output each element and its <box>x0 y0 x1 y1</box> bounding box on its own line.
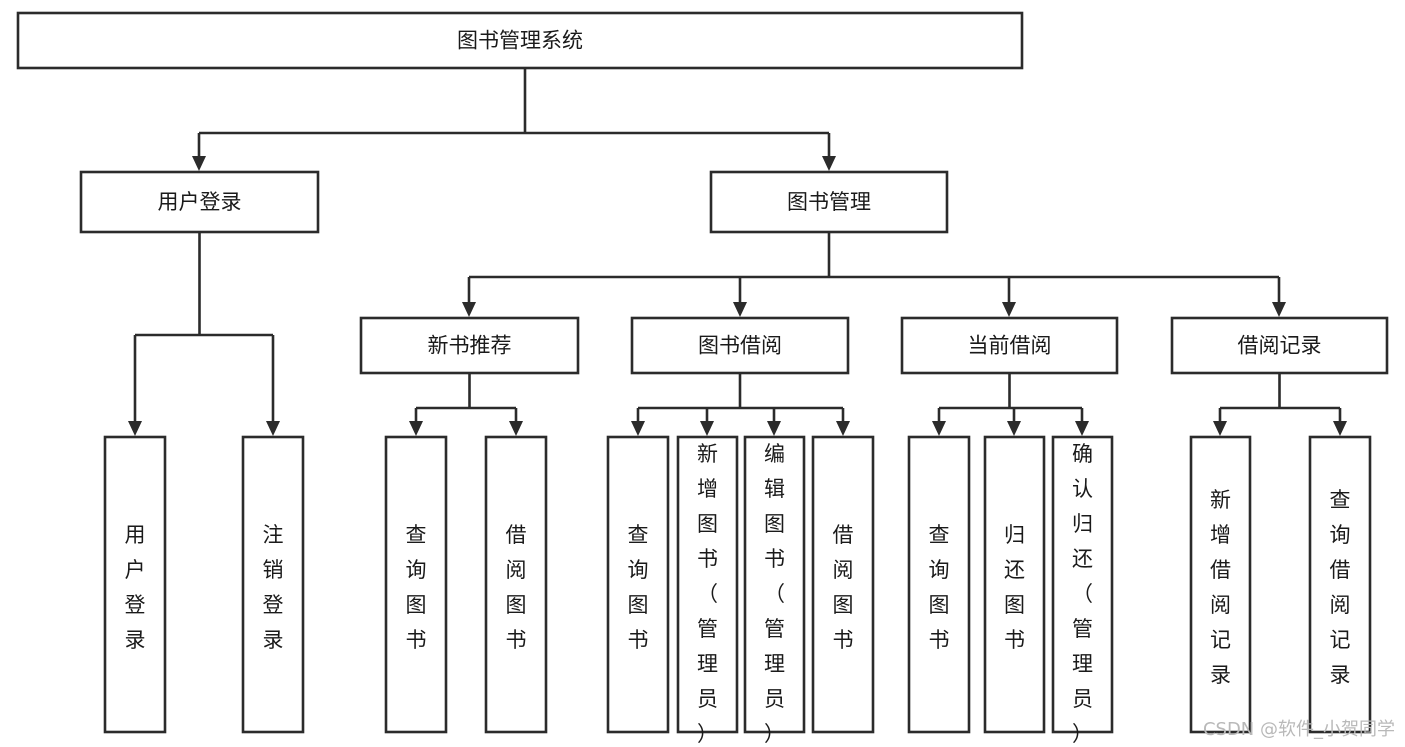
node-label-leaf-borrow-book: 借阅图书 <box>833 523 854 652</box>
node-label-root: 图书管理系统 <box>457 29 583 53</box>
node-label-leaf-query-book-rec: 查询图书 <box>406 523 427 652</box>
node-leaf-query-borrow-record[interactable]: 查询借阅记录 <box>1308 435 1372 734</box>
node-label-leaf-add-borrow-record: 新增借阅记录 <box>1210 488 1231 687</box>
node-leaf-edit-book-admin[interactable]: 编辑图书（管理员） <box>743 435 806 746</box>
connector-layer <box>128 68 1347 436</box>
node-leaf-query-book-rec[interactable]: 查询图书 <box>384 435 448 734</box>
node-current-borrow[interactable]: 当前借阅 <box>900 316 1119 375</box>
node-label-user-login: 用户登录 <box>158 190 242 214</box>
node-box-leaf-confirm-return-admin <box>1051 435 1114 734</box>
node-borrow-record[interactable]: 借阅记录 <box>1170 316 1389 375</box>
node-box-leaf-borrow-book <box>811 435 875 734</box>
node-user-login[interactable]: 用户登录 <box>79 170 320 234</box>
node-box-leaf-return-book <box>983 435 1046 734</box>
node-label-leaf-return-book: 归还图书 <box>1004 523 1025 652</box>
node-box-leaf-logout <box>241 435 305 734</box>
node-leaf-query-book-borrow[interactable]: 查询图书 <box>606 435 670 734</box>
node-leaf-logout[interactable]: 注销登录 <box>241 435 305 734</box>
node-leaf-confirm-return-admin[interactable]: 确认归还（管理员） <box>1051 435 1114 746</box>
node-leaf-user-login[interactable]: 用户登录 <box>103 435 167 734</box>
node-leaf-add-book-admin[interactable]: 新增图书（管理员） <box>676 435 739 746</box>
node-leaf-borrow-book-rec[interactable]: 借阅图书 <box>484 435 548 734</box>
node-label-leaf-edit-book-admin: 编辑图书（管理员） <box>764 442 785 746</box>
node-box-leaf-user-login <box>103 435 167 734</box>
node-label-borrow-record: 借阅记录 <box>1238 334 1322 358</box>
node-box-new-book-rec <box>359 316 580 375</box>
node-label-leaf-confirm-return-admin: 确认归还（管理员） <box>1072 442 1093 746</box>
node-label-leaf-query-borrow-record: 查询借阅记录 <box>1330 488 1351 687</box>
node-label-leaf-logout: 注销登录 <box>263 523 284 652</box>
node-book-borrow[interactable]: 图书借阅 <box>630 316 850 375</box>
node-box-borrow-record <box>1170 316 1389 375</box>
node-box-leaf-query-borrow-record <box>1308 435 1372 734</box>
node-layer: 图书管理系统用户登录图书管理新书推荐图书借阅当前借阅借阅记录用户登录注销登录查询… <box>16 11 1389 746</box>
node-label-leaf-add-book-admin: 新增图书（管理员） <box>697 442 718 746</box>
node-label-leaf-borrow-book-rec: 借阅图书 <box>506 523 527 652</box>
node-leaf-query-book-current[interactable]: 查询图书 <box>907 435 971 734</box>
node-box-root <box>16 11 1024 70</box>
node-box-user-login <box>79 170 320 234</box>
node-book-manage[interactable]: 图书管理 <box>709 170 949 234</box>
node-label-leaf-query-book-borrow: 查询图书 <box>628 523 649 652</box>
node-label-book-borrow: 图书借阅 <box>698 334 782 358</box>
node-root[interactable]: 图书管理系统 <box>16 11 1024 70</box>
node-box-book-borrow <box>630 316 850 375</box>
node-label-current-borrow: 当前借阅 <box>968 334 1052 358</box>
node-box-leaf-query-book-current <box>907 435 971 734</box>
node-box-current-borrow <box>900 316 1119 375</box>
node-box-book-manage <box>709 170 949 234</box>
node-leaf-return-book[interactable]: 归还图书 <box>983 435 1046 734</box>
node-label-leaf-query-book-current: 查询图书 <box>929 523 950 652</box>
node-box-leaf-edit-book-admin <box>743 435 806 734</box>
node-box-leaf-add-book-admin <box>676 435 739 734</box>
node-box-leaf-query-book-rec <box>384 435 448 734</box>
node-label-book-manage: 图书管理 <box>787 190 871 214</box>
watermark-text: CSDN @软件_小贺同学 <box>1203 719 1395 740</box>
node-leaf-borrow-book[interactable]: 借阅图书 <box>811 435 875 734</box>
node-label-leaf-user-login: 用户登录 <box>125 523 146 652</box>
node-box-leaf-borrow-book-rec <box>484 435 548 734</box>
node-box-leaf-query-book-borrow <box>606 435 670 734</box>
node-box-leaf-add-borrow-record <box>1189 435 1252 734</box>
node-leaf-add-borrow-record[interactable]: 新增借阅记录 <box>1189 435 1252 734</box>
node-label-new-book-rec: 新书推荐 <box>428 334 512 358</box>
node-new-book-rec[interactable]: 新书推荐 <box>359 316 580 375</box>
